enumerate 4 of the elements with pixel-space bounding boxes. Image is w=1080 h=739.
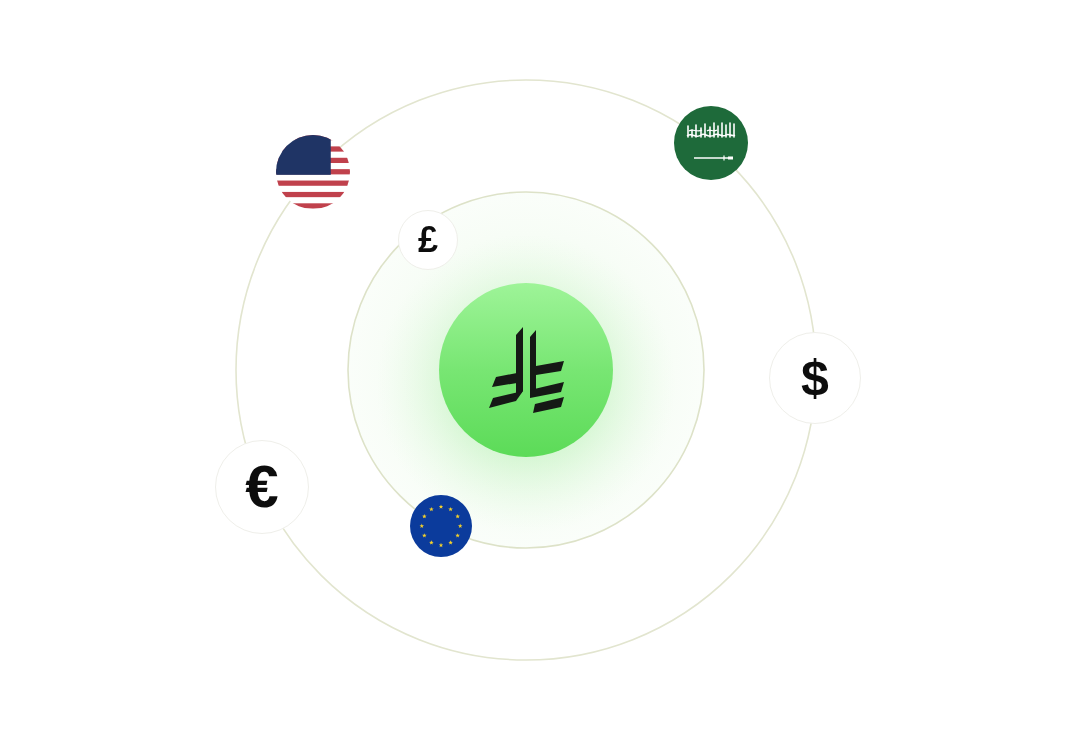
currency-symbol: €	[245, 457, 279, 517]
currency-symbol: £	[418, 222, 438, 258]
currency-symbol: $	[801, 353, 829, 403]
saudi-flag-icon	[674, 106, 748, 180]
